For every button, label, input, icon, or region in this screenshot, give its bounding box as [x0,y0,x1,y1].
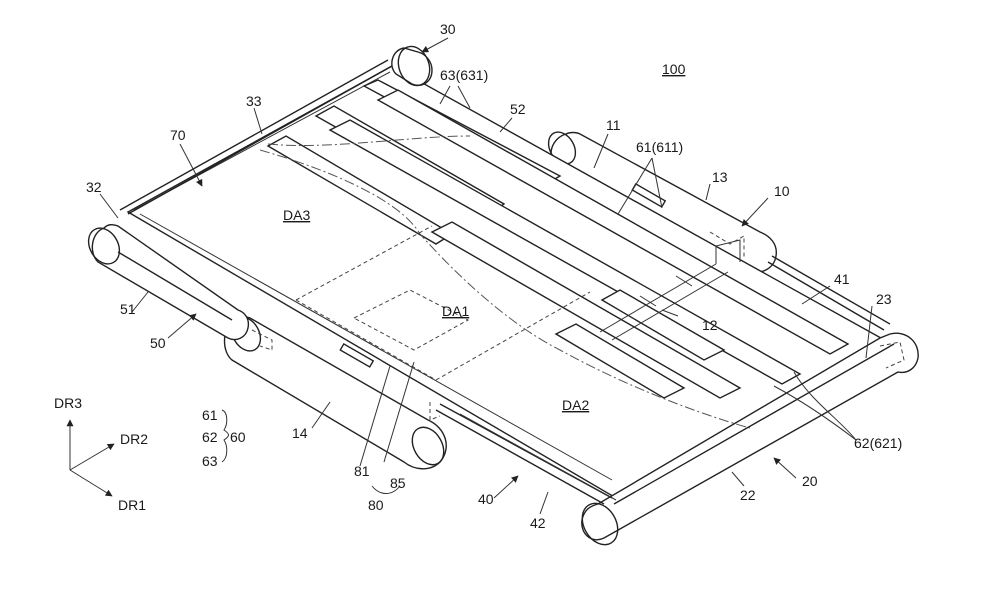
ref-11: 11 [606,117,621,133]
ref-12: 12 [702,317,718,333]
direction-axes [66,419,115,497]
ref-22: 22 [740,487,756,503]
lower-bar-40 [435,403,617,505]
ref-41: 41 [834,271,850,287]
ref-50: 50 [150,335,166,351]
ref-14: 14 [292,425,308,441]
ref-61: 61(611) [636,139,683,155]
ref-62: 62(621) [854,435,902,451]
ref-32: 32 [86,179,102,195]
ref-30: 30 [440,21,456,37]
ref-80: 80 [368,497,384,513]
area-da2: DA2 [562,397,589,413]
bottom-roller-20 [581,332,919,546]
area-da1: DA1 [442,303,469,319]
ref-81: 81 [354,463,370,479]
ref-63: 63(631) [440,67,488,83]
labels: 100 30 63(631) 33 52 11 70 61(611) 13 32… [54,21,902,531]
area-da3: DA3 [283,207,310,223]
legend-62: 62 [202,429,218,445]
leader-lines [99,37,873,515]
ref-51: 51 [120,301,136,317]
ref-85: 85 [390,475,406,491]
ref-10: 10 [774,183,790,199]
legend-brace [221,409,229,463]
left-roller-32 [87,223,250,341]
ref-23: 23 [876,291,892,307]
axis-dr2: DR2 [120,431,148,447]
legend-61: 61 [202,407,218,423]
legend-60: 60 [230,429,246,445]
ref-52: 52 [510,101,526,117]
strips-60 [266,79,850,399]
ref-42: 42 [530,515,546,531]
legend-63: 63 [202,453,218,469]
ref-20: 20 [802,473,818,489]
top-roller-30 [119,45,433,215]
right-bar-41 [767,255,891,331]
axis-dr1: DR1 [118,497,146,513]
ref-70: 70 [170,127,186,143]
axis-dr3: DR3 [54,395,82,411]
ref-33: 33 [246,93,262,109]
ref-40: 40 [478,491,494,507]
figure-number: 100 [662,61,686,77]
ref-13: 13 [712,169,728,185]
